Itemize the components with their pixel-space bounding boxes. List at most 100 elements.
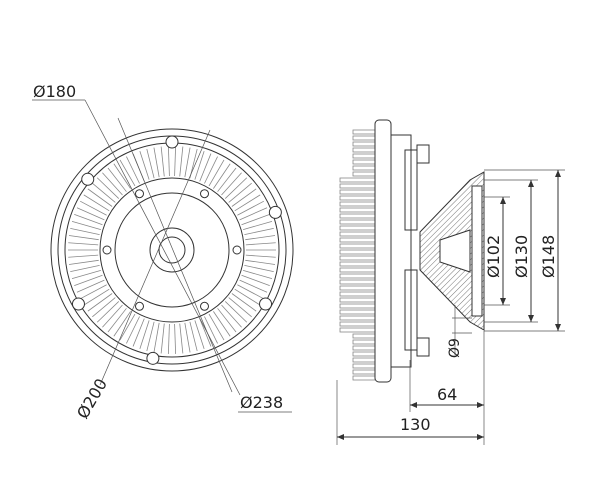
bolt-hole: [135, 301, 144, 311]
clutch-body: [390, 134, 412, 368]
fin: [74, 274, 103, 286]
fin: [213, 311, 231, 337]
fin: [68, 242, 99, 246]
side-fin: [339, 315, 376, 321]
bolt-top: [416, 144, 430, 164]
side-fin: [352, 375, 376, 381]
diameter-leader-238: [117, 117, 233, 393]
fin: [244, 264, 274, 273]
fin: [245, 242, 276, 246]
fin: [160, 323, 165, 354]
fin: [243, 270, 273, 280]
fin: [102, 304, 123, 328]
bolt-hole: [200, 189, 209, 199]
side-fin: [339, 303, 376, 309]
hub-outer: [114, 192, 230, 308]
fin: [107, 167, 127, 192]
fin: [189, 321, 198, 352]
fin: [79, 284, 107, 300]
diameter-leader-200: [99, 129, 211, 386]
fin: [237, 200, 265, 216]
bolt-hole: [200, 301, 209, 311]
bolt-hole: [268, 205, 282, 219]
side-fin: [339, 285, 376, 291]
bolt-hole: [259, 297, 273, 311]
side-fin: [339, 225, 376, 231]
side-fin: [352, 153, 376, 159]
bolt-hole: [102, 245, 112, 255]
side-fin: [339, 219, 376, 225]
clutch-disk: [374, 119, 392, 383]
fin: [199, 153, 212, 182]
fin: [213, 163, 231, 189]
fin: [174, 146, 177, 177]
side-fin: [352, 165, 376, 171]
fin: [194, 320, 205, 350]
bolt-hole: [81, 172, 95, 186]
fin: [231, 293, 257, 312]
fin: [139, 150, 150, 180]
fin: [132, 318, 145, 347]
fin: [119, 159, 136, 187]
side-fin: [352, 147, 376, 153]
dim-label-d9: Ø9: [447, 338, 463, 358]
hub-boss: [149, 227, 195, 273]
side-fin: [339, 207, 376, 213]
side-fin: [352, 357, 376, 363]
fin: [83, 194, 110, 212]
fin: [194, 150, 205, 180]
dim-label-64: 64: [437, 385, 457, 404]
fin: [204, 316, 218, 344]
dim-label-d148: Ø148: [539, 235, 558, 278]
bolt-hole: [146, 351, 160, 365]
fin: [217, 308, 237, 333]
body-lower: [404, 269, 418, 351]
flange-bore: [471, 185, 483, 317]
fin: [113, 311, 131, 337]
side-fin: [339, 309, 376, 315]
fin: [139, 320, 150, 350]
cooling-fins: [68, 146, 276, 354]
side-view: Ø148 Ø130 Ø102 Ø9 64 130: [336, 119, 565, 445]
fin: [146, 148, 155, 179]
side-fin: [339, 297, 376, 303]
side-fin: [339, 183, 376, 189]
fin: [199, 318, 212, 347]
fin: [107, 308, 127, 333]
side-fin: [339, 279, 376, 285]
side-fin: [339, 327, 376, 333]
side-fin: [352, 141, 376, 147]
side-fin: [352, 159, 376, 165]
side-fin: [339, 267, 376, 273]
side-fin: [352, 171, 376, 177]
side-fin: [352, 129, 376, 135]
dim-label-130: 130: [400, 415, 431, 434]
fin: [126, 156, 140, 184]
fin: [87, 188, 113, 207]
fin: [79, 200, 107, 216]
fin: [228, 297, 252, 318]
fin: [179, 146, 184, 177]
fin: [126, 316, 140, 344]
side-fin: [352, 345, 376, 351]
fin-ring-inner: [99, 177, 245, 323]
fin: [184, 147, 191, 178]
fin: [92, 297, 116, 318]
bolt-hole: [232, 245, 242, 255]
fin: [204, 156, 218, 184]
fin: [228, 182, 252, 203]
dim-label-d238: Ø238: [240, 393, 283, 412]
fin: [179, 323, 184, 354]
fin: [224, 301, 248, 323]
fin: [234, 194, 261, 212]
mount-bolts: [71, 135, 282, 365]
fin: [70, 264, 100, 273]
fin: [234, 288, 261, 306]
fin: [241, 214, 270, 226]
fin: [184, 322, 191, 353]
fin: [160, 146, 165, 177]
fin: [167, 323, 170, 354]
side-fin: [339, 189, 376, 195]
side-fin: [339, 213, 376, 219]
